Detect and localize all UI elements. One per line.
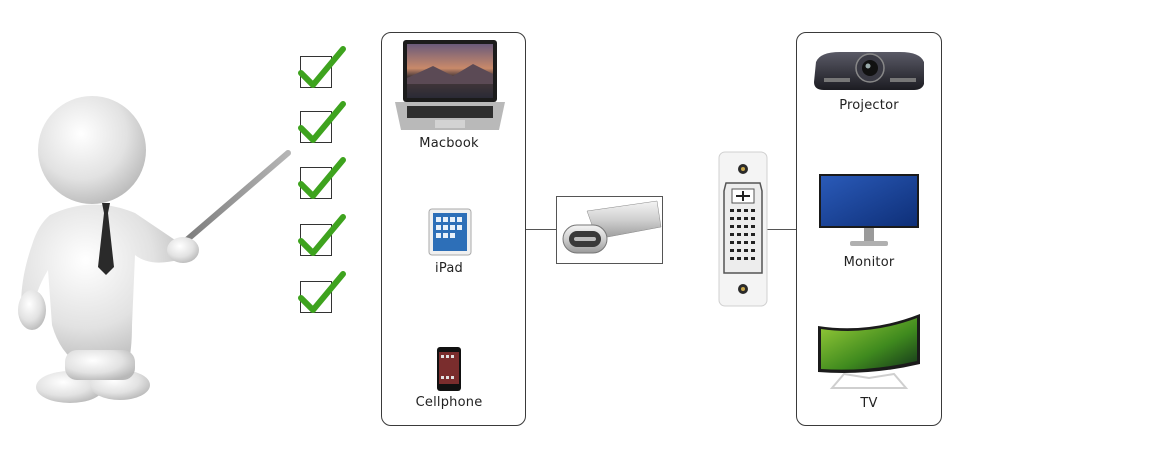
check-icon (298, 271, 346, 313)
checkbox-4 (298, 214, 346, 256)
connector-line-right (767, 229, 797, 230)
usb-c-connector-icon (556, 196, 663, 264)
connector-line-left (526, 229, 557, 230)
tv-icon (814, 312, 924, 392)
monitor-icon (818, 173, 920, 249)
projector-icon (810, 46, 928, 94)
checkbox-2 (298, 101, 346, 143)
dvi-port-icon (718, 151, 768, 307)
laptop-icon (393, 38, 505, 134)
device-label-projector: Projector (839, 98, 899, 113)
device-label-macbook: Macbook (419, 136, 479, 151)
presenter-figure (10, 95, 300, 415)
check-icon (298, 214, 346, 256)
device-label-cellphone: Cellphone (415, 395, 483, 410)
checkbox-5 (298, 271, 346, 313)
device-label-ipad: iPad (435, 261, 463, 276)
check-icon (298, 46, 346, 88)
device-label-monitor: Monitor (843, 255, 895, 270)
checkbox-3 (298, 157, 346, 199)
check-icon (298, 101, 346, 143)
tablet-icon (428, 208, 472, 256)
check-icon (298, 157, 346, 199)
device-label-tv: TV (860, 396, 878, 411)
phone-icon (436, 346, 462, 392)
checkbox-1 (298, 46, 346, 88)
